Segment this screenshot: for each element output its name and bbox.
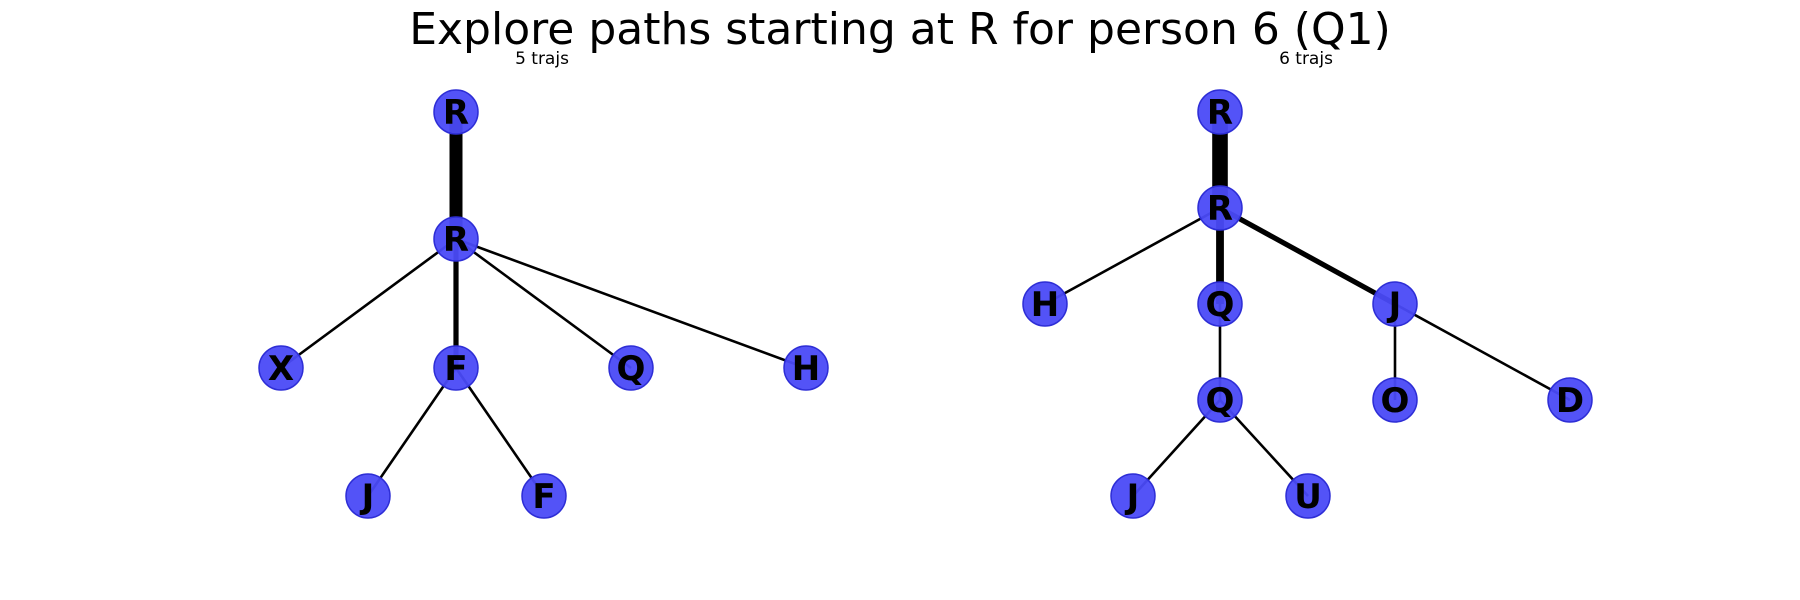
node-label: H [792,349,820,389]
right-tree-edges [1044,112,1571,497]
left-tree-edges [280,112,807,497]
left-tree-nodes: R R X F Q H J F [258,89,829,519]
node-circle [1197,377,1243,423]
node-circle [1197,281,1243,327]
node-label: F [444,349,467,389]
edge-b4-b7 [1394,302,1571,402]
node-label: R [1207,189,1233,229]
edge-a3-a6 [366,367,458,497]
left-tree-subtitle: 5 trajs [515,49,569,69]
node-circle [1372,377,1418,423]
node-label: U [1294,477,1322,517]
node-circle [1022,281,1068,327]
node-circle [433,89,479,135]
node-circle [345,473,391,519]
node-label: J [1387,285,1402,325]
node-label: Q [617,349,646,389]
node-circle [1197,185,1243,231]
right-tree-nodes: R R H Q J Q O D J U [1022,89,1593,519]
node-circle [433,216,479,262]
node-label: R [443,220,469,260]
left-path-tree: 5 trajs R R X F Q H J F [258,49,829,519]
figure-title: Explore paths starting at R for person 6… [409,4,1391,55]
edge-a1-a2 [280,237,457,370]
node-label: D [1556,381,1584,421]
node-circle [433,345,479,391]
node-label: J [1125,477,1140,517]
node-label: R [443,93,469,133]
right-tree-subtitle: 6 trajs [1279,49,1333,69]
node-label: F [532,477,555,517]
node-circle [1285,473,1331,519]
node-circle [1197,89,1243,135]
node-label: O [1381,381,1410,421]
edge-a1-a5 [455,237,807,370]
node-circle [258,345,304,391]
node-circle [1547,377,1593,423]
edge-a1-a4 [455,237,632,370]
right-path-tree: 6 trajs R R H Q J Q O D J U [1022,49,1593,519]
node-label: J [360,477,375,517]
node-label: H [1031,285,1059,325]
node-label: R [1207,93,1233,133]
edge-a3-a7 [454,367,546,497]
edge-b1-b2 [1044,206,1221,306]
node-circle [521,473,567,519]
node-label: Q [1206,381,1235,421]
node-circle [608,345,654,391]
node-circle [1110,473,1156,519]
node-circle [783,345,829,391]
node-circle [1372,281,1418,327]
node-label: Q [1206,285,1235,325]
node-label: X [268,349,294,389]
edge-b1-b4 [1218,205,1397,307]
